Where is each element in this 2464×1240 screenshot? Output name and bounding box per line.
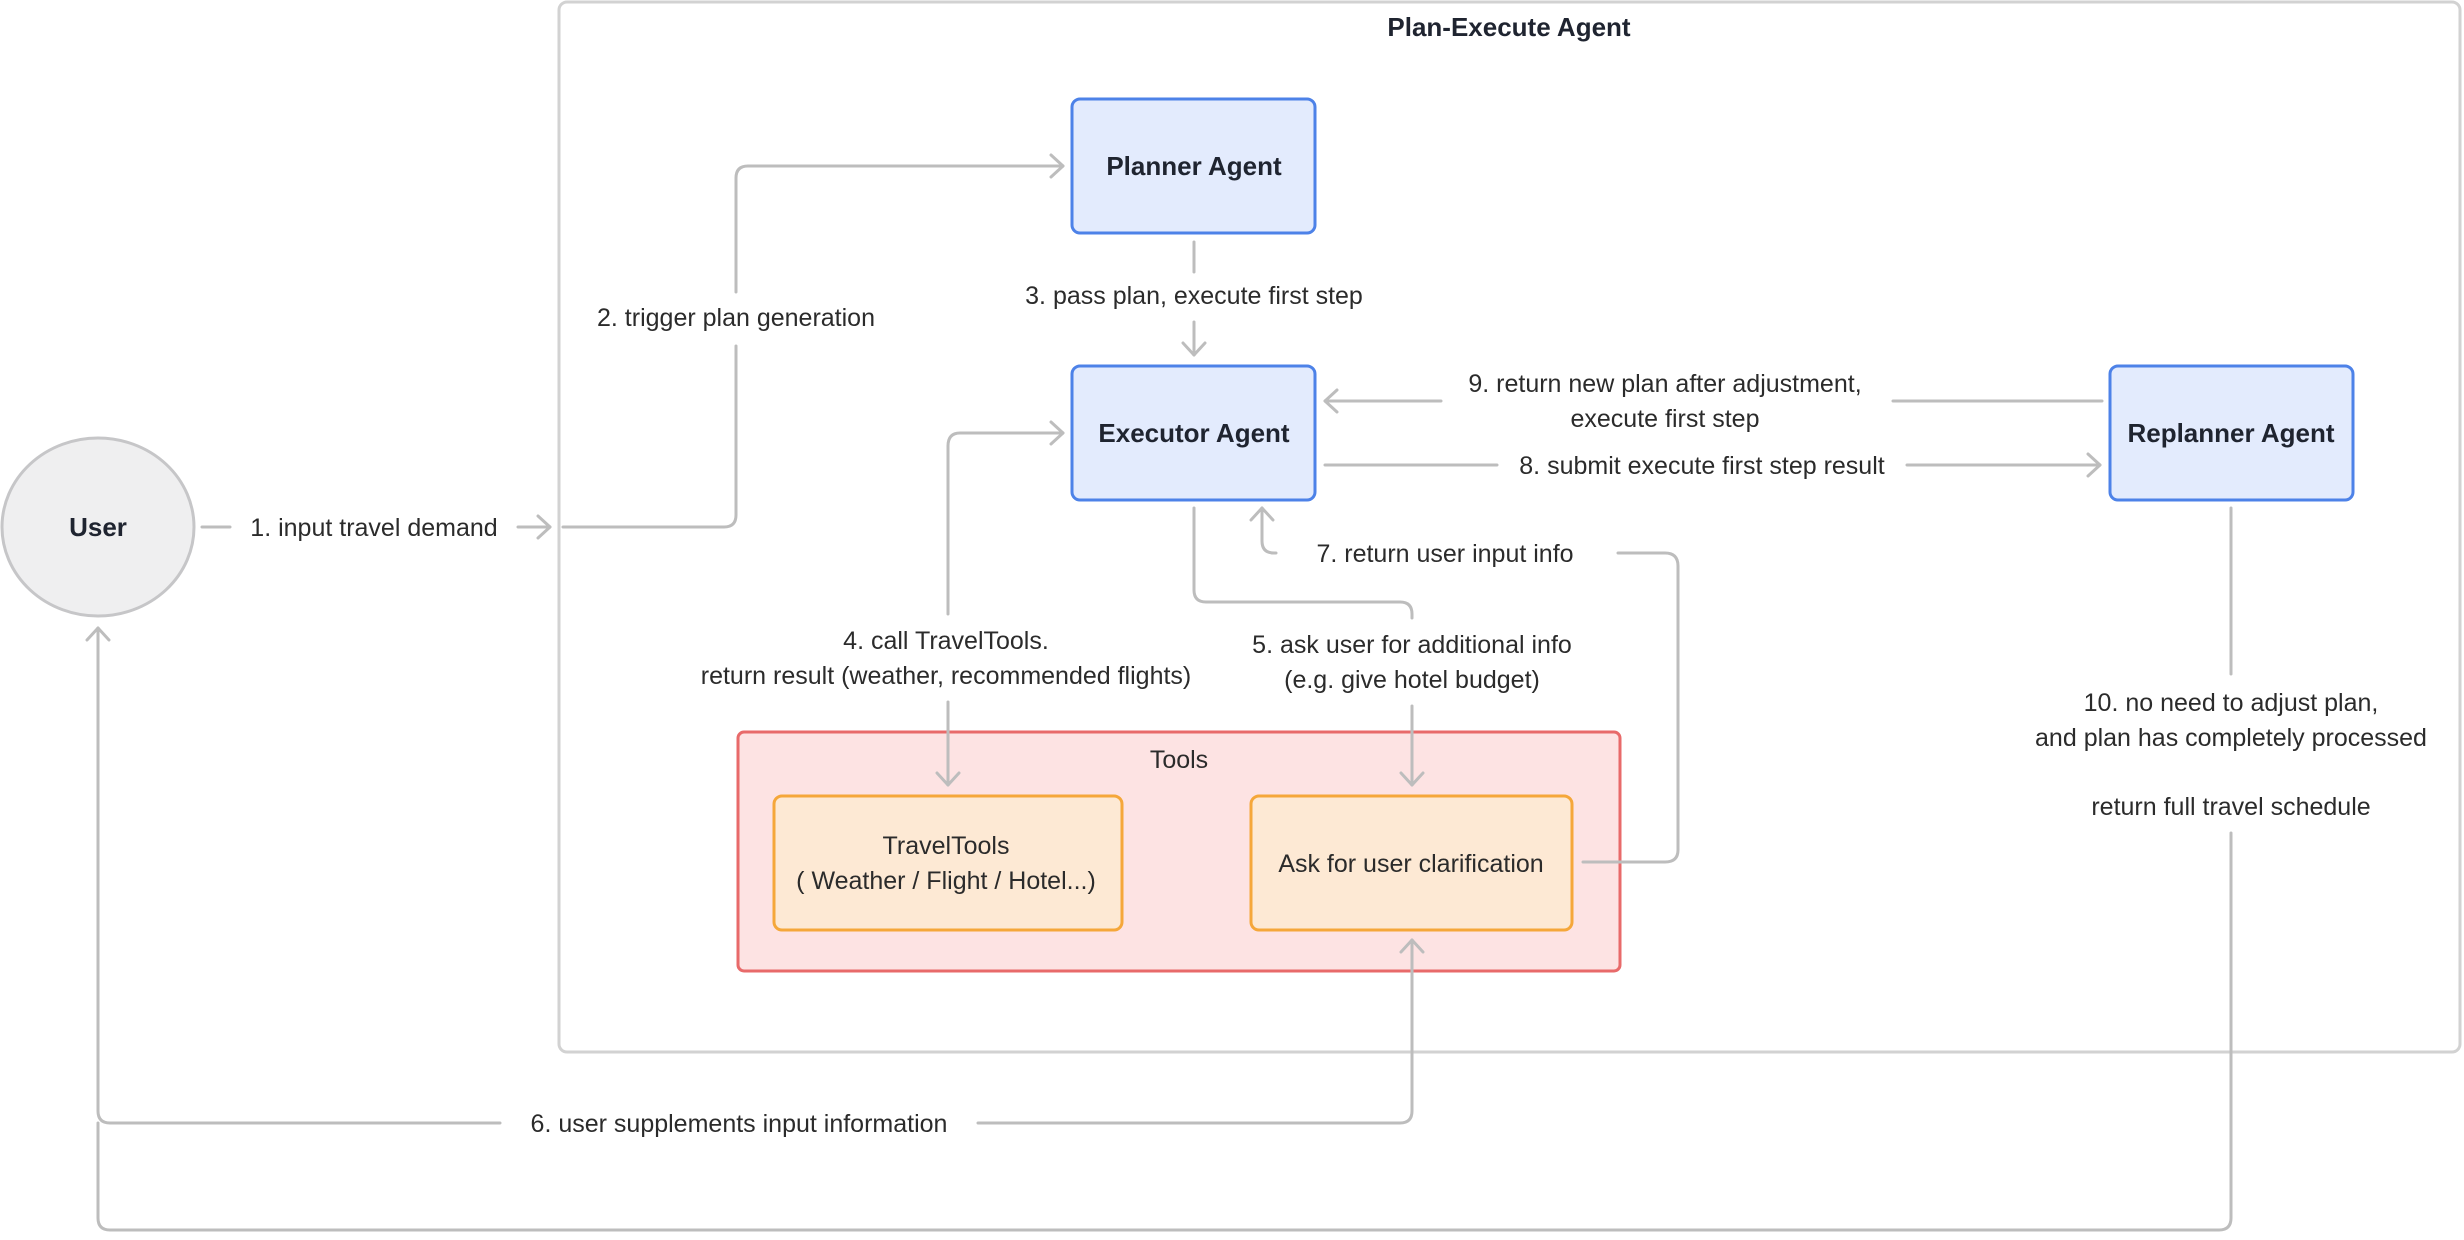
ask-user-clarification-node: Ask for user clarification bbox=[1249, 794, 1574, 932]
replanner-agent-label: Replanner Agent bbox=[2127, 418, 2334, 448]
edge-trigger-plan-generation: 2. trigger plan generation bbox=[561, 153, 1065, 529]
edge-label-pass-plan: 3. pass plan, execute first step bbox=[1025, 282, 1363, 310]
edge-label-input-travel-demand: 1. input travel demand bbox=[250, 514, 497, 542]
planner-agent-label: Planner Agent bbox=[1106, 151, 1282, 181]
edge-label-ask-user-2: (e.g. give hotel budget) bbox=[1284, 666, 1540, 694]
user-node: User bbox=[0, 436, 196, 618]
edge-return-user-input: 7. return user input info bbox=[1249, 506, 1680, 864]
edge-return-full-schedule: 10. no need to adjust plan, and plan has… bbox=[96, 506, 2427, 1232]
executor-agent-node: Executor Agent bbox=[1070, 364, 1317, 502]
edge-label-trigger-plan-generation: 2. trigger plan generation bbox=[597, 304, 875, 332]
travel-tools-label-2: ( Weather / Flight / Hotel...) bbox=[796, 867, 1096, 895]
edge-label-return-new-plan-1: 9. return new plan after adjustment, bbox=[1468, 370, 1861, 398]
edge-label-full-schedule: return full travel schedule bbox=[2091, 793, 2370, 821]
edge-label-submit-result: 8. submit execute first step result bbox=[1519, 452, 1884, 480]
edge-label-ask-user-1: 5. ask user for additional info bbox=[1252, 631, 1572, 659]
replanner-agent-node: Replanner Agent bbox=[2108, 364, 2355, 502]
edge-user-supplements: 6. user supplements input information bbox=[85, 626, 1425, 1138]
edge-call-travel-tools: 4. call TravelTools. return result (weat… bbox=[701, 420, 1192, 787]
tools-group-title: Tools bbox=[1150, 746, 1208, 774]
edge-pass-plan: 3. pass plan, execute first step bbox=[1025, 240, 1363, 357]
edge-label-call-travel-tools-2: return result (weather, recommended flig… bbox=[701, 662, 1192, 690]
edge-submit-result: 8. submit execute first step result bbox=[1323, 452, 2102, 480]
ask-user-clarification-label: Ask for user clarification bbox=[1278, 850, 1543, 878]
travel-tools-node: TravelTools ( Weather / Flight / Hotel..… bbox=[772, 794, 1124, 932]
edge-ask-user: 5. ask user for additional info (e.g. gi… bbox=[1192, 506, 1572, 787]
planner-agent-node: Planner Agent bbox=[1070, 97, 1317, 235]
edge-label-return-user-input: 7. return user input info bbox=[1316, 540, 1573, 568]
edge-label-user-supplements: 6. user supplements input information bbox=[531, 1110, 948, 1138]
edge-label-call-travel-tools-1: 4. call TravelTools. bbox=[843, 627, 1049, 655]
edge-input-travel-demand: 1. input travel demand bbox=[200, 514, 552, 542]
executor-agent-label: Executor Agent bbox=[1098, 418, 1290, 448]
edge-label-no-need-adjust-2: and plan has completely processed bbox=[2035, 724, 2427, 752]
edge-label-no-need-adjust-1: 10. no need to adjust plan, bbox=[2084, 689, 2379, 717]
user-label: User bbox=[69, 512, 127, 542]
edge-label-return-new-plan-2: execute first step bbox=[1571, 405, 1760, 433]
edge-return-new-plan: 9. return new plan after adjustment, exe… bbox=[1323, 370, 2104, 433]
travel-tools-label-1: TravelTools bbox=[883, 832, 1010, 860]
plan-execute-title: Plan-Execute Agent bbox=[1387, 12, 1631, 42]
